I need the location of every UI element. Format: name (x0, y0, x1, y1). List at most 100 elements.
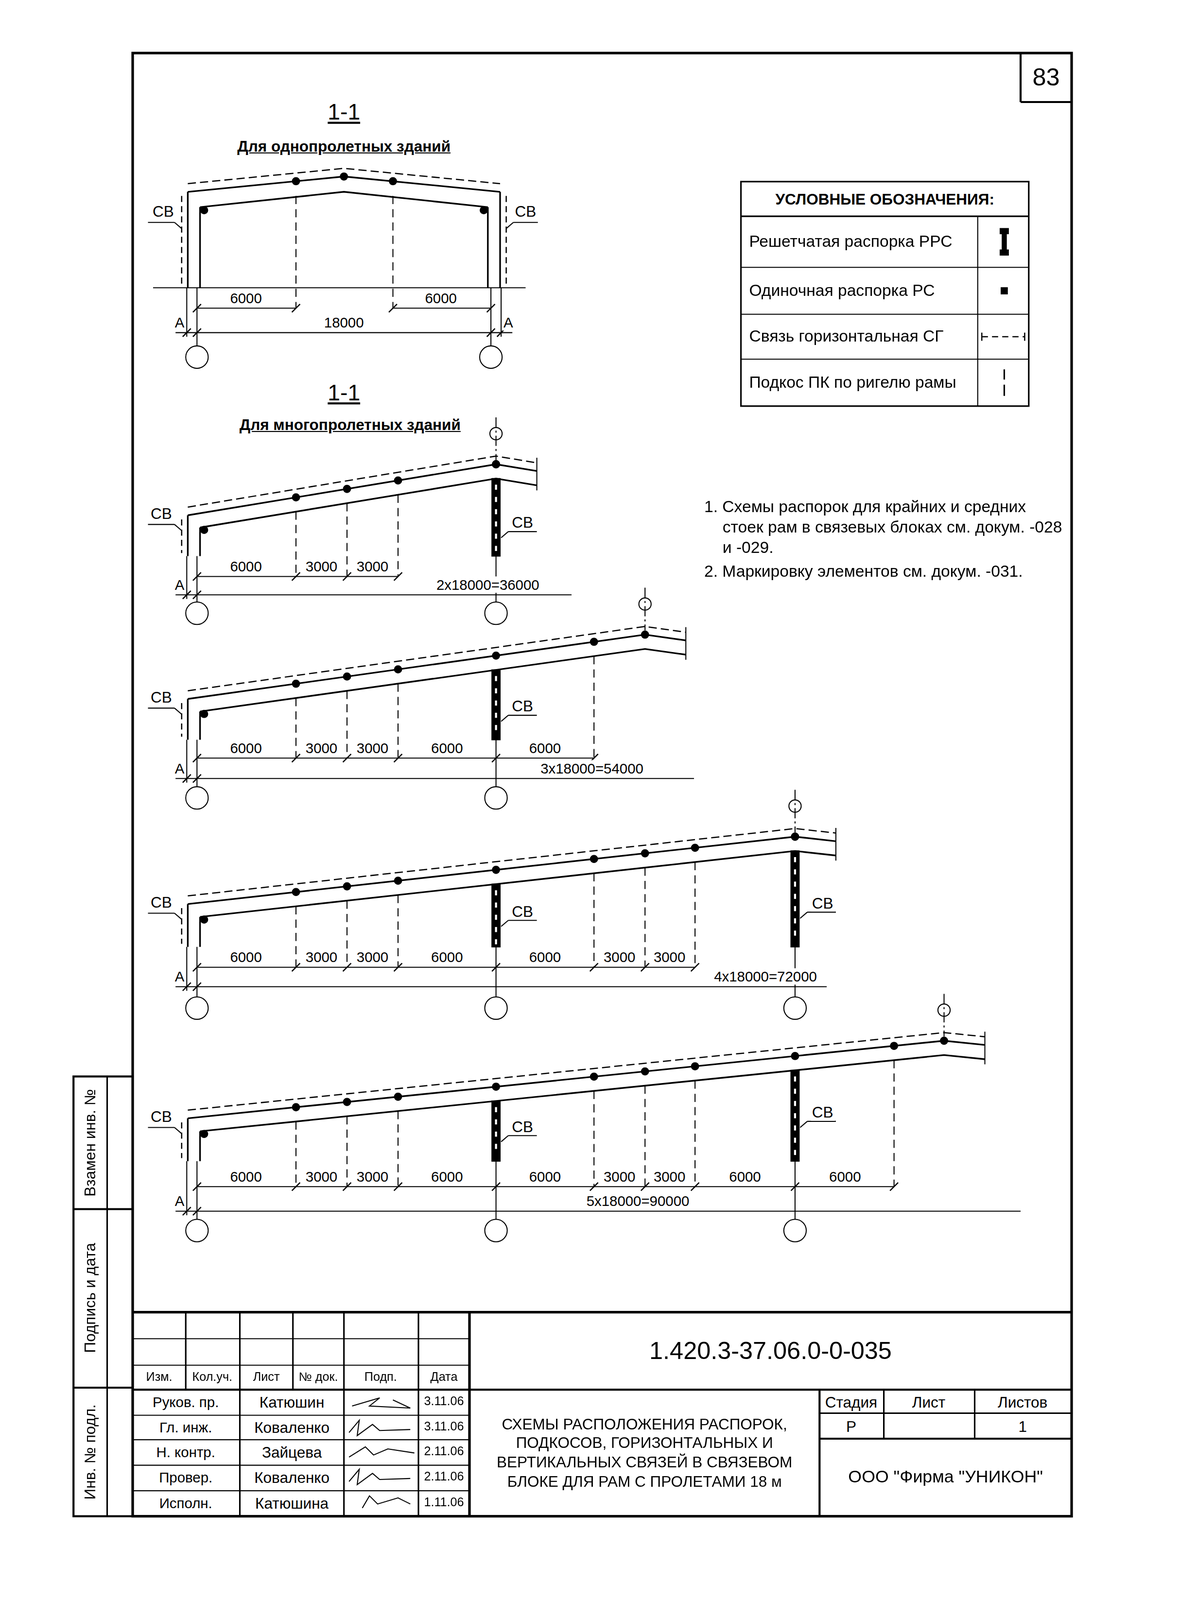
lattice-mark (494, 1119, 497, 1126)
leader-line (506, 222, 514, 229)
rafter-line (200, 1055, 986, 1132)
dimension-tick (394, 1182, 403, 1192)
lattice-mark (494, 546, 497, 552)
axis-circle (484, 997, 507, 1020)
strut-dot (691, 844, 699, 852)
dimension-tick (394, 754, 403, 763)
single-strut-symbol (1001, 287, 1008, 295)
dimension-tick (641, 963, 650, 972)
center-line (644, 588, 646, 631)
legend-line (741, 266, 1029, 268)
drawing-label: Исполн. (158, 1494, 214, 1512)
drawing-label: Стадия (824, 1393, 879, 1411)
extension-line (186, 287, 188, 337)
rafter-line (187, 634, 686, 699)
drawing-label: Зайцева (260, 1443, 323, 1461)
dimension-tick (343, 1182, 352, 1192)
lattice-mark (494, 521, 497, 527)
drawing-label: 6000 (228, 289, 263, 307)
drawing-label: 3000 (304, 739, 339, 757)
leader-line (508, 1135, 538, 1137)
lattice-mark (794, 1150, 797, 1156)
legend-text: Решетчатая распорка РРС (748, 232, 953, 252)
dimension-tick (691, 1182, 700, 1192)
strut-dot (292, 493, 300, 502)
dimension-line (196, 757, 594, 759)
dimension-line (175, 1211, 1021, 1213)
dimension-tick (491, 963, 501, 972)
leader-line (508, 714, 538, 716)
lattice-mark (794, 906, 797, 912)
horizontal-brace-line (187, 168, 501, 184)
center-line (495, 417, 497, 461)
strut-dot (343, 673, 351, 681)
leader-line (508, 919, 538, 921)
title-block-line (883, 1389, 885, 1440)
axis-circle (185, 602, 209, 625)
strut-dot (343, 485, 351, 493)
strut-line (397, 494, 399, 577)
strut-line (295, 195, 297, 309)
title-block-line (819, 1412, 1072, 1415)
dimension-line (392, 307, 491, 309)
strut-line (397, 1111, 399, 1188)
lattice-column (491, 670, 501, 741)
drawing-label: 6000 (430, 949, 465, 966)
dimension-line (196, 967, 695, 969)
strut-dot (641, 631, 649, 639)
strut-line (397, 895, 399, 968)
dimension-tick (292, 754, 301, 763)
column-line (187, 904, 189, 948)
axis-circle (484, 602, 507, 625)
drawing-label: А (173, 314, 186, 331)
leader-line (501, 715, 509, 722)
drawing-label: Н. контр. (155, 1443, 217, 1461)
lattice-mark (494, 712, 497, 719)
strut-dot (343, 1098, 351, 1107)
strut-dot (641, 1068, 649, 1076)
strut-line (295, 1121, 297, 1187)
strut-dot (791, 1052, 799, 1060)
strut-line (346, 1116, 348, 1187)
lattice-strut-symbol (1000, 250, 1009, 256)
dimension-tick (388, 304, 398, 313)
vertical-brace-line (181, 519, 183, 554)
drawing-label: 6000 (430, 739, 465, 757)
drawing-label: 1 (1017, 1418, 1028, 1436)
drawing-label: Листов (996, 1393, 1049, 1411)
legend-table (741, 181, 1029, 407)
strut-dot (200, 916, 209, 924)
drawing-label: 5x18000=90000 (585, 1193, 691, 1210)
page-number-border (1019, 52, 1022, 103)
title-block-line (185, 1312, 187, 1391)
horizontal-brace-symbol (1023, 332, 1026, 342)
lattice-mark (494, 676, 497, 682)
drawing-label: СВ (149, 504, 174, 522)
lattice-mark (794, 1125, 797, 1131)
legend-text: Связь горизонтальная СГ (748, 327, 944, 347)
horizontal-brace-line (187, 456, 537, 508)
strut-line (346, 503, 348, 577)
lattice-mark (494, 890, 497, 896)
dimension-tick (889, 1182, 899, 1192)
drawing-label: 2.11.06 (422, 1445, 465, 1460)
legend-line (741, 313, 1029, 315)
page-number: 83 (1032, 62, 1060, 93)
drawing-label: 3x18000=54000 (539, 760, 645, 777)
dimension-line (175, 986, 827, 988)
vertical-brace-line (181, 703, 183, 737)
section-subtitle: Для многопролетных зданий (238, 415, 462, 434)
strut-dot (292, 888, 300, 897)
vertical-brace-line (181, 1122, 183, 1159)
axis-line (495, 947, 497, 998)
center-line (943, 993, 945, 1037)
title-block-line (132, 1311, 1072, 1314)
lattice-mark (494, 939, 497, 945)
drawing-label: СВ (811, 894, 835, 912)
dimension-tick (641, 1182, 650, 1192)
drawing-label: Изм. (144, 1370, 174, 1386)
title-block-line (468, 1312, 471, 1517)
drawing-label: 6000 (528, 739, 563, 757)
vertical-brace-line (181, 908, 183, 945)
lattice-mark (794, 1089, 797, 1095)
